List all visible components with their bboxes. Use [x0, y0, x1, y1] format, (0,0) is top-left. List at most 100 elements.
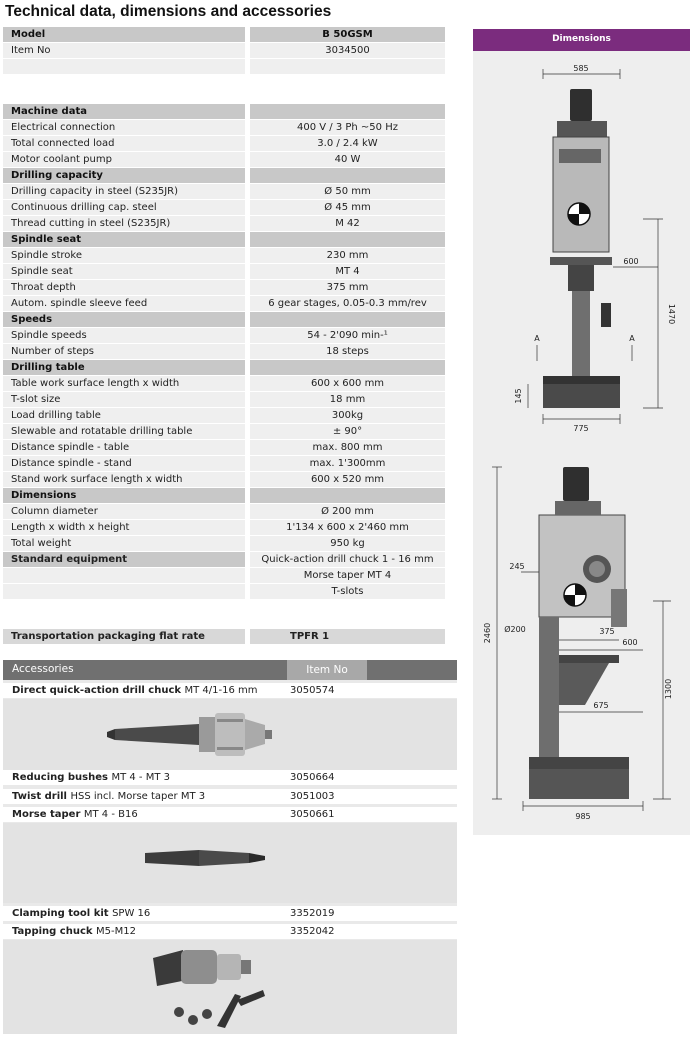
spec-label: Spindle seat: [3, 264, 245, 279]
spec-label: Speeds: [3, 312, 245, 327]
chuck-knurl: [217, 719, 243, 722]
morse-taper-image: [3, 823, 457, 903]
accessory-name: Clamping tool kit: [12, 908, 109, 919]
tapping-chuck-illustration: [153, 950, 265, 1028]
spec-row: Machine data: [3, 104, 445, 120]
dim-base-label: 145: [514, 388, 523, 403]
spec-value: T-slots: [250, 584, 445, 599]
section-label-right: A: [629, 334, 635, 343]
base-top: [529, 757, 629, 769]
coolant-pump: [611, 589, 627, 627]
spec-label: Model: [3, 27, 245, 42]
spec-label: Distance spindle - table: [3, 440, 245, 455]
accessory-spec: MT 4 - MT 3: [111, 772, 170, 783]
spec-value: 950 kg: [250, 536, 445, 551]
spec-label: Continuous drilling cap. steel: [3, 200, 245, 215]
warning-symbol-quadrant: [579, 203, 590, 214]
collet: [174, 1007, 184, 1017]
dim-reach-label: 675: [593, 701, 608, 710]
spec-label: Dimensions: [3, 488, 245, 503]
dim-table-label: 600: [622, 638, 637, 647]
warning-symbol-quadrant: [564, 595, 575, 606]
spec-value: 230 mm: [250, 248, 445, 263]
accessories-header: Accessories Item No: [3, 660, 457, 680]
accessory-spec: SPW 16: [112, 908, 151, 919]
accessory-item-no: 3352042: [290, 926, 335, 937]
spec-row: Spindle seat: [3, 232, 445, 248]
spec-value: [250, 488, 445, 503]
taper-shank: [115, 724, 199, 745]
spec-value: M 42: [250, 216, 445, 231]
spec-label: Spindle stroke: [3, 248, 245, 263]
front-view-drawing: [543, 89, 620, 408]
spec-value: 375 mm: [250, 280, 445, 295]
spec-row: Dimensions: [3, 488, 445, 504]
column: [572, 291, 590, 376]
dim-table-label: 600: [623, 257, 638, 266]
spec-label: Total weight: [3, 536, 245, 551]
table-support: [550, 257, 612, 265]
side-view-dimensions: [492, 466, 671, 811]
dim-offset-label: 245: [509, 562, 524, 571]
spec-row: [3, 59, 445, 75]
spec-value: Ø 200 mm: [250, 504, 445, 519]
spec-label: Machine data: [3, 104, 245, 119]
spec-row: Spindle stroke 230 mm: [3, 248, 445, 264]
spec-row: Length x width x height 1'134 x 600 x 2'4…: [3, 520, 445, 536]
chuck-nut: [217, 954, 241, 980]
dimensions-header: Dimensions: [473, 29, 690, 51]
dim-depth-label: 775: [573, 424, 588, 433]
warning-symbol-quadrant: [568, 214, 579, 225]
accessory-row: Twist drill HSS incl. Morse taper MT 3 3…: [3, 789, 457, 804]
dim-height-label: 2460: [483, 623, 492, 643]
chuck-housing: [181, 950, 217, 984]
spec-label: Thread cutting in steel (S235JR): [3, 216, 245, 231]
base-top: [543, 376, 620, 384]
spec-label: [3, 568, 245, 583]
accessory-item-no: 3050664: [290, 772, 335, 783]
spec-row: Slewable and rotatable drilling table± 9…: [3, 424, 445, 440]
base: [529, 769, 629, 799]
accessory-name: Twist drill: [12, 791, 67, 802]
dimension-drawings: 585 600 1470 145 775 A A: [483, 64, 676, 821]
spec-value: max. 1'300mm: [250, 456, 445, 471]
drill-chuck-illustration: [107, 713, 272, 756]
spec-value: [250, 312, 445, 327]
spec-row: Speeds: [3, 312, 445, 328]
spec-value: 600 x 520 mm: [250, 472, 445, 487]
taper-body: [145, 850, 199, 866]
accessory-name: Direct quick-action drill chuck: [12, 685, 182, 696]
spec-value: 18 mm: [250, 392, 445, 407]
chuck-knurl: [217, 747, 243, 750]
spec-row: Drilling capacity in steel (S235JR)Ø 50 …: [3, 184, 445, 200]
spec-value: [250, 59, 445, 74]
spec-value: 18 steps: [250, 344, 445, 359]
spec-value: 6 gear stages, 0.05-0.3 mm/rev: [250, 296, 445, 311]
wrench: [237, 990, 265, 1006]
spec-value: 300kg: [250, 408, 445, 423]
spec-value: 3034500: [250, 43, 445, 58]
spec-value: [250, 104, 445, 119]
spec-value: TPFR 1: [250, 629, 445, 644]
spec-row: Thread cutting in steel (S235JR) M 42: [3, 216, 445, 232]
control-panel: [559, 149, 601, 163]
dim-width-label: 585: [573, 64, 588, 73]
accessory-name: Tapping chuck: [12, 926, 93, 937]
spec-label: Length x width x height: [3, 520, 245, 535]
accessories-table: Accessories Item No Direct quick-action …: [3, 660, 457, 1034]
spec-value: 1'134 x 600 x 2'460 mm: [250, 520, 445, 535]
spec-row: T-slots: [3, 584, 445, 600]
morse-taper-illustration: [145, 850, 265, 866]
accessory-item-no: 3352019: [290, 908, 335, 919]
tapping-chuck-image: [3, 940, 457, 1034]
